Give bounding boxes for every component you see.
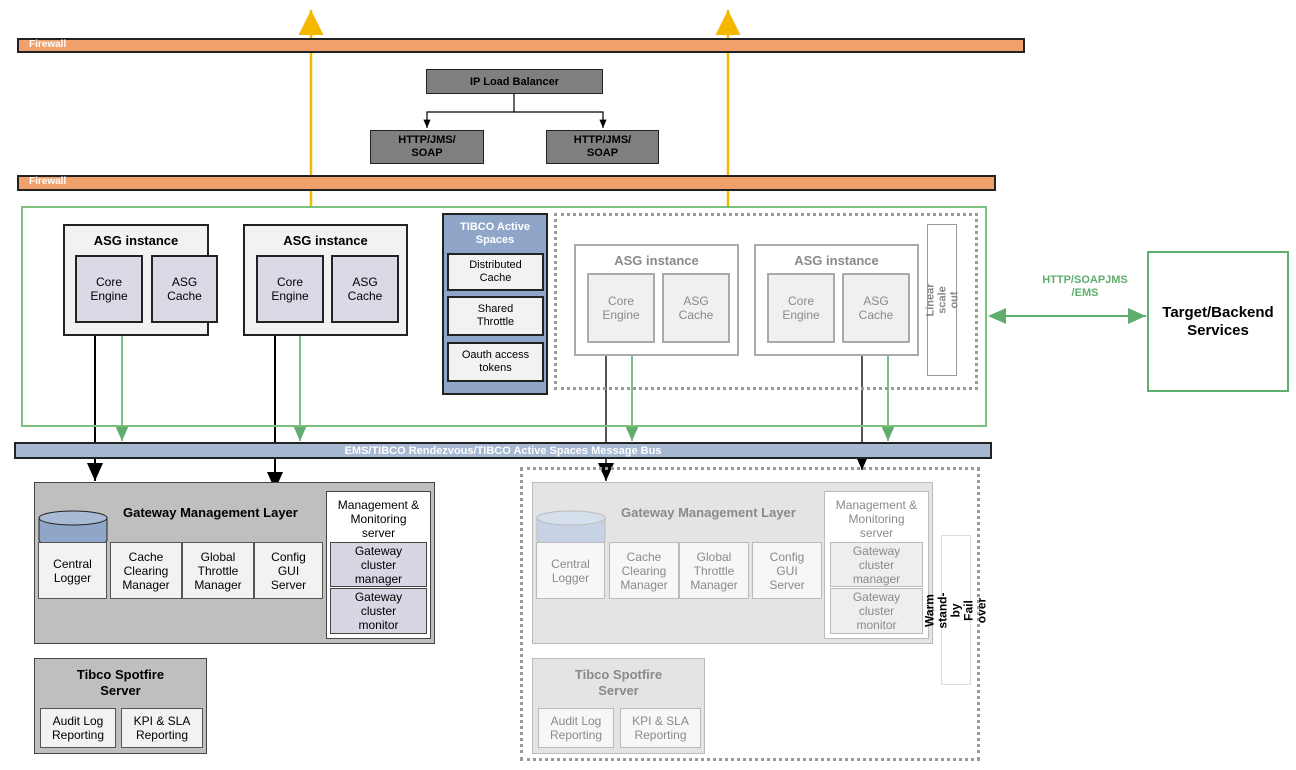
asg-instance-2: ASG instance Core Engine ASG Cache	[243, 224, 408, 336]
gml-title: Gateway Management Layer	[123, 505, 298, 520]
management-monitoring-title: Management & Monitoring server	[835, 498, 918, 540]
lb-connector-right	[514, 111, 607, 128]
asg-instance-1: ASG instance Core Engine ASG Cache	[63, 224, 218, 336]
firewall-top: Firewall	[17, 38, 1025, 53]
gateway-cluster-frame	[21, 206, 987, 427]
distributed-cache: Distributed Cache	[447, 253, 544, 291]
http-node-left: HTTP/JMS/ SOAP	[370, 130, 484, 164]
core-engine: Core Engine	[587, 273, 655, 343]
http-node-right-label: HTTP/JMS/ SOAP	[573, 134, 632, 159]
gateway-cluster-manager: Gateway cluster manager	[830, 542, 923, 587]
gateway-cluster-monitor: Gateway cluster monitor	[330, 588, 427, 634]
standby-frame	[520, 467, 980, 761]
core-engine: Core Engine	[767, 273, 835, 343]
asg-cache: ASG Cache	[331, 255, 399, 323]
spotfire-title: Tibco Spotfire Server	[574, 667, 663, 698]
kpi-sla-reporting: KPI & SLA Reporting	[620, 708, 701, 748]
tibco-active-spaces: TIBCO Active Spaces Distributed Cache Sh…	[442, 213, 548, 395]
firewall-middle: Firewall	[17, 175, 996, 191]
audit-log-reporting: Audit Log Reporting	[538, 708, 614, 748]
linear-scale-out-label: Linear scale out	[924, 283, 961, 317]
central-logger: Central Logger	[536, 542, 605, 599]
tibco-spotfire-server-standby: Tibco Spotfire Server Audit Log Reportin…	[532, 658, 705, 754]
asg-cache: ASG Cache	[662, 273, 730, 343]
config-gui-server: Config GUI Server	[752, 542, 822, 599]
cache-clearing-manager: Cache Clearing Manager	[609, 542, 679, 599]
http-node-right: HTTP/JMS/ SOAP	[546, 130, 659, 164]
asg-cache: ASG Cache	[151, 255, 218, 323]
ip-load-balancer: IP Load Balancer	[426, 69, 603, 94]
management-monitoring-title: Management & Monitoring server	[337, 498, 420, 540]
protocol-label: HTTP/SOAPJMS /EMS	[1042, 274, 1128, 299]
warm-standby-failover: Warm stand-by Fail over	[923, 535, 989, 685]
kpi-sla-reporting: KPI & SLA Reporting	[121, 708, 203, 748]
message-bus-label: EMS/TIBCO Rendezvous/TIBCO Active Spaces…	[344, 444, 662, 457]
target-backend-services: Target/Backend Services	[1147, 251, 1289, 392]
management-monitoring-server: Management & Monitoring server Gateway c…	[824, 491, 929, 639]
core-engine: Core Engine	[75, 255, 143, 323]
core-engine: Core Engine	[256, 255, 324, 323]
linear-scale-out: Linear scale out	[924, 224, 961, 376]
tibco-spotfire-server: Tibco Spotfire Server Audit Log Reportin…	[34, 658, 207, 754]
global-throttle-manager: Global Throttle Manager	[182, 542, 254, 599]
asg-instance-title: ASG instance	[614, 253, 699, 268]
config-gui-server: Config GUI Server	[254, 542, 323, 599]
audit-log-reporting: Audit Log Reporting	[40, 708, 116, 748]
gml-title: Gateway Management Layer	[621, 505, 796, 520]
database-icon	[536, 510, 606, 548]
oauth-access-tokens: Oauth access tokens	[447, 342, 544, 382]
gateway-management-layer: Gateway Management Layer Central Logger …	[34, 482, 435, 644]
asg-instance-title: ASG instance	[283, 233, 368, 248]
database-icon	[38, 510, 108, 548]
central-logger: Central Logger	[38, 542, 107, 599]
management-monitoring-server: Management & Monitoring server Gateway c…	[326, 491, 431, 639]
firewall-top-label: Firewall	[29, 39, 67, 50]
gateway-cluster-monitor: Gateway cluster monitor	[830, 588, 923, 634]
lb-connector-left	[423, 94, 515, 128]
cache-clearing-manager: Cache Clearing Manager	[110, 542, 182, 599]
ip-load-balancer-label: IP Load Balancer	[469, 75, 560, 88]
asg-cache: ASG Cache	[842, 273, 910, 343]
scale-out-frame	[554, 213, 978, 390]
asg-instance-3: ASG instance Core Engine ASG Cache	[574, 244, 739, 356]
gateway-management-layer-standby: Gateway Management Layer Central Logger …	[532, 482, 933, 644]
firewall-middle-label: Firewall	[29, 176, 67, 187]
message-bus: EMS/TIBCO Rendezvous/TIBCO Active Spaces…	[14, 442, 992, 459]
spotfire-title: Tibco Spotfire Server	[76, 667, 165, 698]
shared-throttle: Shared Throttle	[447, 296, 544, 336]
warm-standby-label: Warm stand-by Fail over	[922, 592, 989, 628]
tibco-active-spaces-title: TIBCO Active Spaces	[460, 221, 530, 246]
gateway-cluster-manager: Gateway cluster manager	[330, 542, 427, 587]
asg-instance-title: ASG instance	[794, 253, 879, 268]
asg-instance-4: ASG instance Core Engine ASG Cache	[754, 244, 919, 356]
global-throttle-manager: Global Throttle Manager	[679, 542, 749, 599]
asg-instance-title: ASG instance	[93, 233, 179, 248]
http-node-left-label: HTTP/JMS/ SOAP	[398, 134, 456, 159]
